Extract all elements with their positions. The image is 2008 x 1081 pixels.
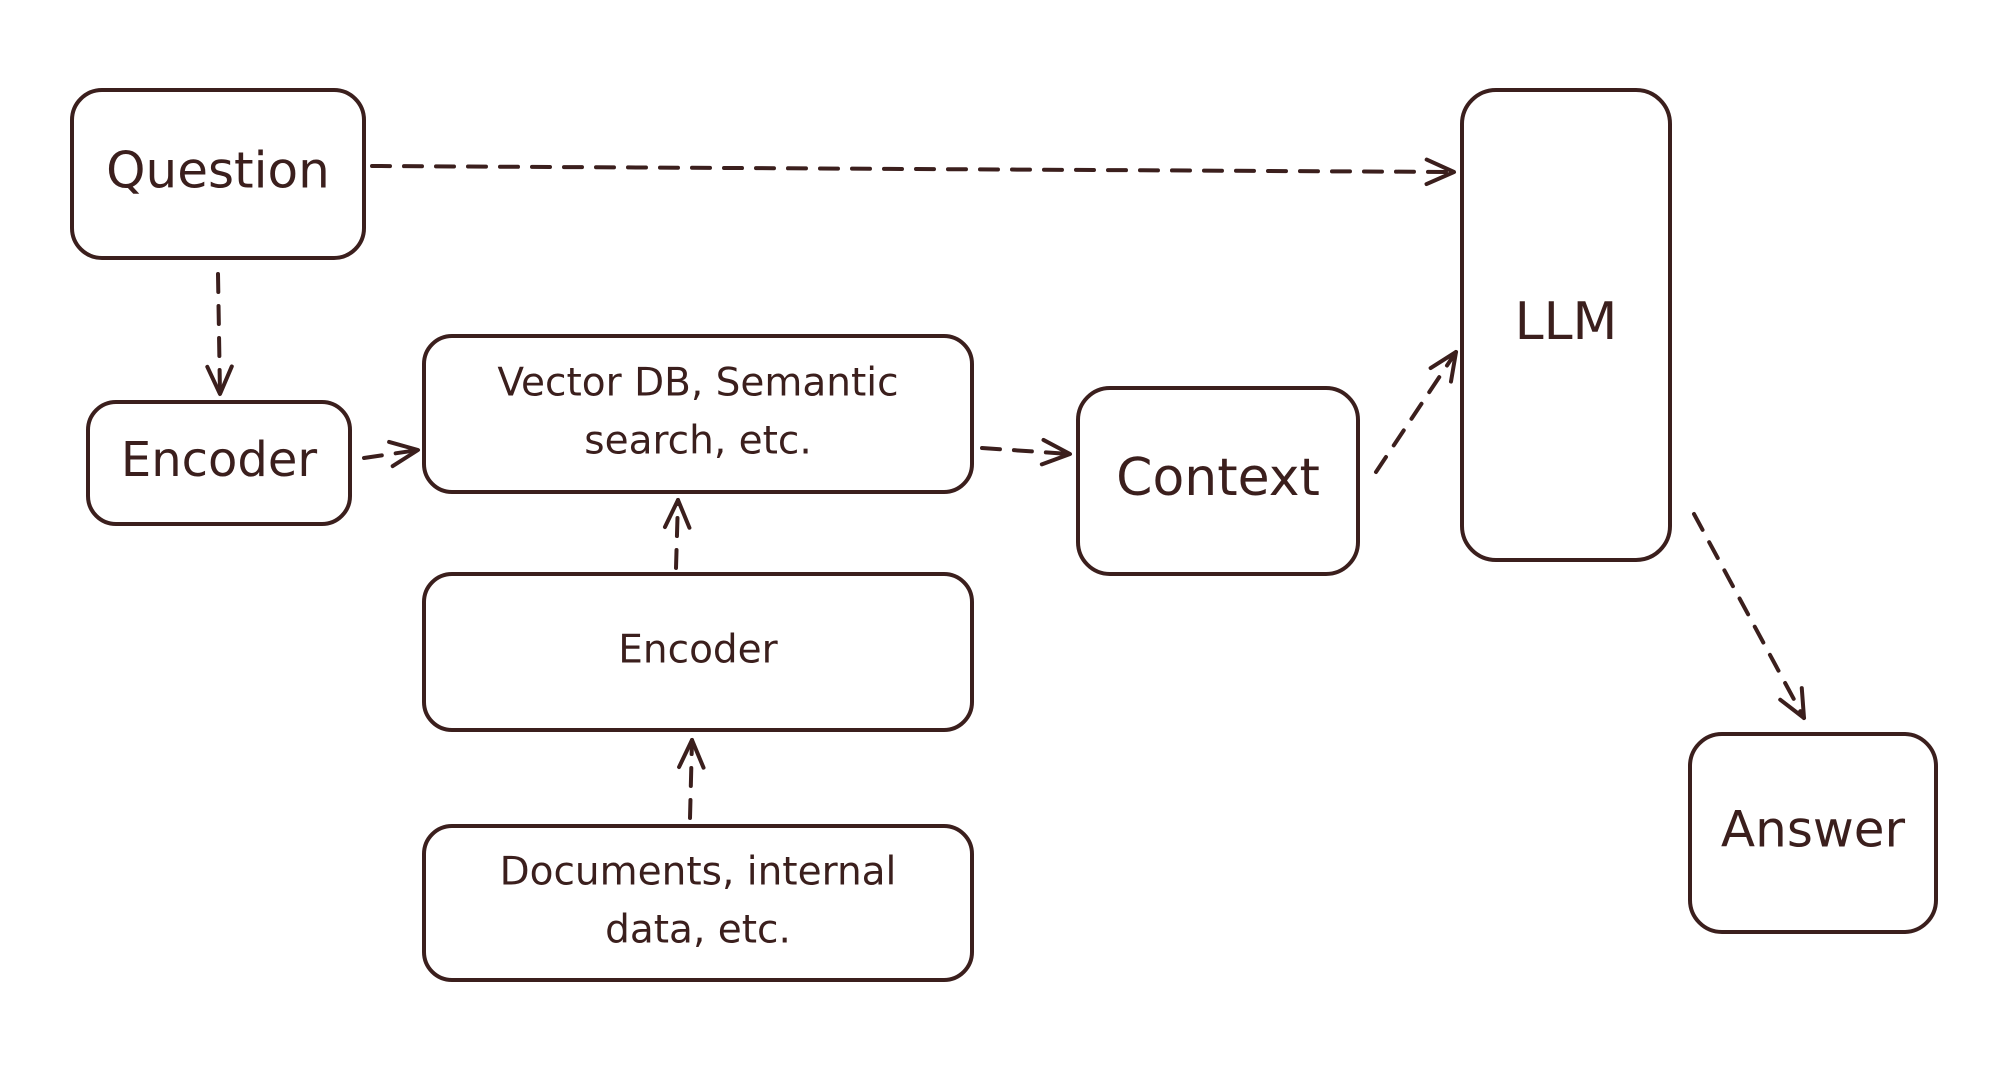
dashed-connector bbox=[1692, 512, 1806, 720]
dashed-connector bbox=[1374, 350, 1458, 474]
arrowhead-icon bbox=[677, 738, 706, 770]
arrowhead-icon bbox=[387, 439, 420, 469]
node-answer-label: Answer bbox=[1721, 801, 1906, 859]
arrowhead-icon bbox=[1778, 686, 1806, 720]
node-question-label: Question bbox=[106, 142, 330, 200]
node-encoder-mid: Encoder bbox=[422, 572, 974, 732]
node-llm-label: LLM bbox=[1515, 292, 1618, 352]
arrow-question-to-encoder-left bbox=[205, 272, 234, 396]
dashed-connector bbox=[688, 738, 694, 820]
node-answer-box bbox=[1688, 732, 1938, 934]
node-llm-box bbox=[1460, 88, 1672, 562]
dashed-connector bbox=[674, 498, 680, 570]
node-vector-db-label: search, etc. bbox=[584, 419, 811, 464]
arrow-question-to-llm bbox=[370, 157, 1456, 187]
node-vector-db-label: Vector DB, Semantic bbox=[497, 361, 898, 406]
dashed-connector bbox=[362, 448, 420, 460]
node-answer: Answer bbox=[1688, 732, 1938, 934]
node-encoder-left-label: Encoder bbox=[121, 432, 318, 488]
node-documents-label: data, etc. bbox=[605, 908, 791, 953]
arrow-encoder-left-to-vector-db bbox=[362, 439, 420, 469]
arrowhead-icon bbox=[1424, 157, 1456, 187]
node-context-label: Context bbox=[1116, 448, 1320, 508]
dashed-connector bbox=[370, 164, 1456, 174]
arrowhead-icon bbox=[205, 364, 234, 396]
node-documents-label: Documents, internal bbox=[500, 850, 897, 895]
arrowhead-icon bbox=[1428, 350, 1458, 384]
node-documents: Documents, internal data, etc. bbox=[422, 824, 974, 982]
arrow-context-to-llm bbox=[1374, 350, 1458, 474]
dashed-connector bbox=[980, 446, 1072, 456]
arrow-encoder-mid-to-vector-db bbox=[662, 498, 692, 570]
arrow-llm-to-answer bbox=[1692, 512, 1806, 720]
node-encoder-left-box bbox=[86, 400, 352, 526]
node-question: Question bbox=[70, 88, 366, 260]
node-vector-db-box bbox=[422, 334, 974, 494]
node-context: Context bbox=[1076, 386, 1360, 576]
node-llm: LLM bbox=[1460, 88, 1672, 562]
node-encoder-mid-label: Encoder bbox=[618, 628, 778, 673]
arrow-documents-to-encoder-mid bbox=[677, 738, 706, 820]
node-encoder-mid-box bbox=[422, 572, 974, 732]
dashed-connector bbox=[216, 272, 222, 396]
node-documents-box bbox=[422, 824, 974, 982]
node-context-box bbox=[1076, 386, 1360, 576]
node-encoder-left: Encoder bbox=[86, 400, 352, 526]
edges bbox=[205, 157, 1806, 820]
node-vector-db: Vector DB, Semantic search, etc. bbox=[422, 334, 974, 494]
node-question-box bbox=[70, 88, 366, 260]
arrowhead-icon bbox=[662, 498, 692, 530]
arrow-vector-db-to-context bbox=[980, 437, 1072, 467]
arrowhead-icon bbox=[1039, 437, 1072, 467]
